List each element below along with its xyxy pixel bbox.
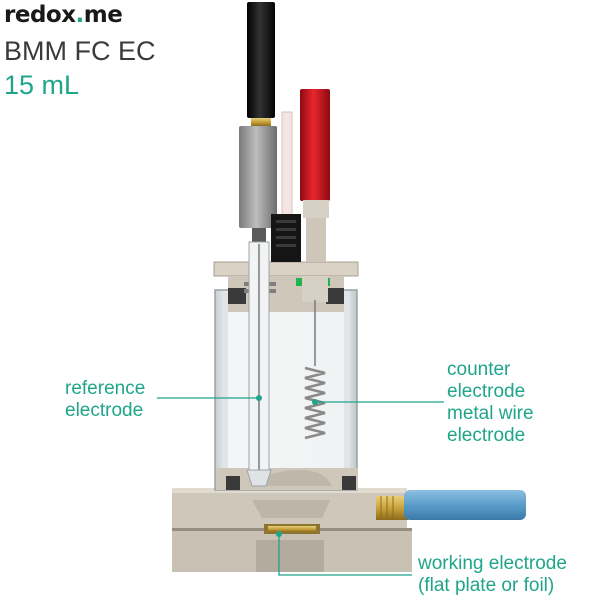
label-line: electrode — [447, 381, 526, 402]
side-connector — [376, 490, 526, 520]
label-reference-electrode: reference electrode — [65, 378, 145, 422]
black-plug — [247, 2, 275, 118]
blue-handle — [404, 490, 526, 520]
label-working-electrode: working electrode (flat plate or foil) — [418, 553, 567, 597]
red-plug — [300, 89, 330, 201]
brand-logo-dot: . — [75, 2, 85, 28]
product-volume: 15 mL — [4, 70, 80, 100]
glass-cylinder — [214, 289, 358, 491]
label-line: working electrode — [418, 553, 567, 574]
label-line: electrode — [447, 425, 526, 446]
label-line: metal wire — [447, 403, 534, 424]
cell-base — [172, 488, 412, 572]
label-line: electrode — [65, 400, 144, 421]
label-line: counter — [447, 359, 511, 380]
counter-electrode — [300, 89, 330, 440]
brand-logo-text-end: me — [83, 2, 123, 28]
brand-logo: redox.me — [4, 2, 123, 28]
working-electrode-plate — [268, 526, 316, 532]
product-model: BMM FC EC — [4, 36, 156, 66]
reference-electrode — [239, 2, 277, 487]
cell-lid — [213, 261, 359, 312]
label-line: (flat plate or foil) — [418, 575, 555, 596]
label-line: reference — [65, 378, 146, 399]
brand-logo-text: redox — [4, 2, 76, 28]
gas-inlet-tube — [281, 111, 293, 221]
cell-bottom-inner — [216, 468, 358, 490]
label-counter-electrode: counter electrode metal wire electrode — [447, 359, 534, 447]
leader-lines — [157, 397, 444, 576]
